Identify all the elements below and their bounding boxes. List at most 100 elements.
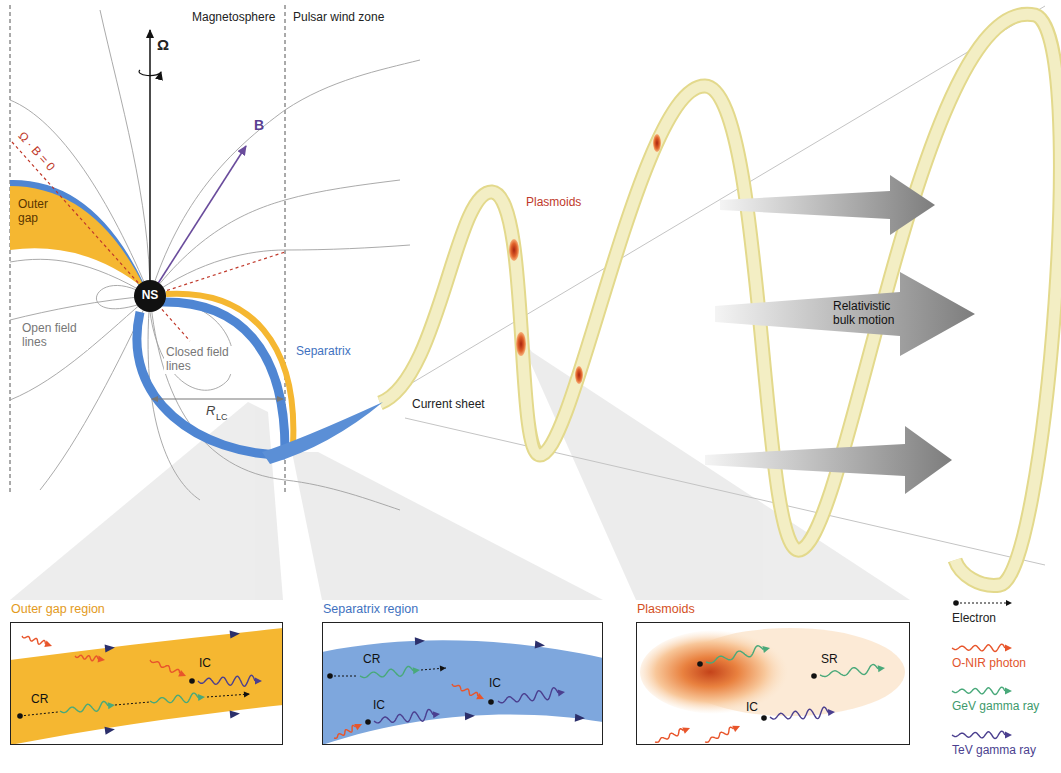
arrow-head — [878, 665, 885, 672]
photon-wave — [22, 636, 45, 644]
photon-wave — [952, 731, 1005, 738]
annotation-label: Open field lines — [20, 322, 88, 350]
separatrix-inset — [322, 637, 603, 745]
arrow-head — [44, 641, 52, 648]
arrow-head — [255, 678, 262, 685]
electron-dot — [365, 719, 371, 725]
arrow-head — [354, 724, 362, 730]
photon-wave — [360, 666, 413, 677]
plasmoid-inset — [640, 628, 905, 716]
separatrix-band — [10, 180, 146, 292]
process-label: CR — [363, 653, 380, 667]
arrow-head — [1005, 645, 1012, 652]
electron-track — [956, 603, 1012, 604]
separatrix-band — [160, 302, 285, 450]
process-label: IC — [373, 699, 385, 713]
photon-wave — [705, 727, 734, 742]
arrow-head — [108, 702, 115, 709]
annotation-label: R — [206, 404, 215, 419]
field-lines — [10, 10, 420, 510]
magnetic-axis — [150, 146, 246, 296]
arrow-head — [762, 646, 770, 653]
inset-panel: PlasmoidsSRIC — [636, 622, 910, 745]
star-circle: NS — [134, 280, 166, 312]
arrow-head — [732, 726, 740, 732]
process-label: IC — [746, 701, 758, 715]
bulk-motion-arrow: Relativistic bulk motion — [715, 272, 975, 356]
arrow-head — [98, 656, 105, 663]
electron-dot — [488, 699, 494, 705]
null-surface-line — [150, 252, 285, 296]
separatrix-band — [137, 312, 285, 455]
plasmoid — [509, 134, 661, 384]
electron-track — [207, 694, 250, 697]
annotation-label: Plasmoids — [526, 196, 581, 210]
annotation-label: Current sheet — [412, 398, 485, 412]
photon-wave — [150, 660, 180, 673]
process-label: IC — [489, 677, 501, 691]
arrow-head — [178, 670, 186, 676]
photon-wave — [452, 684, 478, 696]
legend-label: Electron — [952, 612, 996, 626]
annotation-label: Closed field lines — [164, 346, 236, 374]
arrow-head — [413, 667, 420, 674]
electron-dot — [761, 715, 767, 721]
electron-track — [20, 712, 58, 716]
annotation-label: Outer gap — [18, 198, 62, 226]
arrow-head — [476, 693, 484, 699]
photon-wave — [150, 693, 198, 703]
arrow-head — [1005, 688, 1012, 695]
legend-label: O-NIR photon — [952, 657, 1026, 671]
annotation-label: Ω · B = 0 — [15, 129, 57, 174]
arrow-head — [433, 711, 440, 718]
outer-gap-inset — [10, 628, 283, 745]
photon-wave — [655, 729, 684, 743]
arrow-head — [558, 690, 565, 697]
electron-dot — [697, 661, 703, 667]
photon-wave — [820, 665, 878, 677]
inset-panel: Outer gap regionCRIC — [10, 622, 283, 745]
arrow-head — [198, 694, 205, 701]
annotation-label: Ω — [157, 36, 169, 53]
process-label: CR — [31, 693, 48, 707]
null-surface-line — [12, 142, 150, 296]
photon-wave — [334, 725, 356, 738]
panel-heading: Plasmoids — [637, 602, 695, 616]
perspective-line — [390, 6, 1045, 396]
outer-gap-band — [10, 186, 146, 290]
legend-label: TeV gamma ray — [952, 744, 1036, 758]
photon-wave — [60, 702, 108, 713]
node-label: NS — [142, 289, 159, 303]
arrow-head — [244, 691, 250, 697]
rotation-axis — [149, 30, 151, 282]
electron-dot — [189, 678, 195, 684]
current-sheet-wedge — [262, 402, 383, 464]
wind-helix — [380, 14, 1060, 585]
photon-wave — [498, 688, 558, 703]
dimension-arrow — [152, 399, 283, 400]
inset-panel: Separatrix regionCRICIC — [322, 622, 603, 745]
arrow-head — [828, 709, 835, 716]
perspective-line — [405, 418, 1045, 565]
legend-label: GeV gamma ray — [952, 700, 1039, 714]
node-label: Relativistic bulk motion — [833, 300, 913, 328]
photon-wave — [706, 646, 763, 663]
electron-track — [115, 702, 150, 705]
arrow-head — [1006, 600, 1012, 606]
rotation-arrow — [139, 70, 161, 76]
annotation-label: LC — [216, 412, 228, 422]
panel-heading: Separatrix region — [323, 602, 418, 616]
arrow-head — [440, 666, 446, 672]
arrow-head — [682, 727, 690, 733]
arrow-head — [1005, 732, 1012, 739]
annotation-label: Magnetosphere — [192, 11, 275, 25]
photon-wave — [75, 655, 98, 661]
photon-wave — [952, 644, 1005, 651]
process-label: SR — [821, 653, 838, 667]
annotation-label: B — [254, 117, 264, 133]
arrow-body — [715, 272, 975, 356]
panel-heading: Outer gap region — [11, 602, 105, 616]
photon-wave — [198, 675, 255, 686]
